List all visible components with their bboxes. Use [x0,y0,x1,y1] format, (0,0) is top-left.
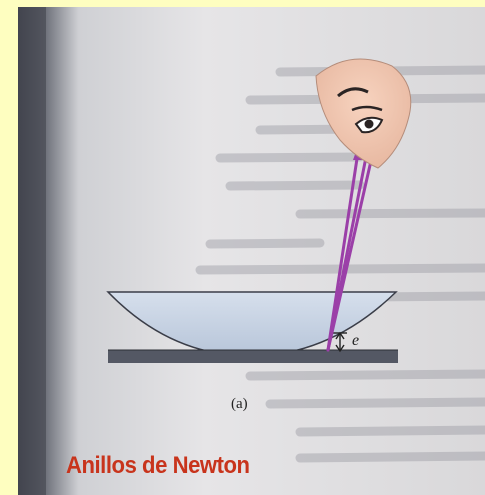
gap-thickness-label: e [352,332,360,349]
panel-caption: (a) [231,396,248,412]
book-page [18,7,485,495]
light-rays [326,150,375,352]
gap-dimension-marker [333,331,347,353]
section-heading: Anillos de Newton [66,452,250,479]
observer-face [315,58,412,169]
glass-plate [108,350,398,363]
